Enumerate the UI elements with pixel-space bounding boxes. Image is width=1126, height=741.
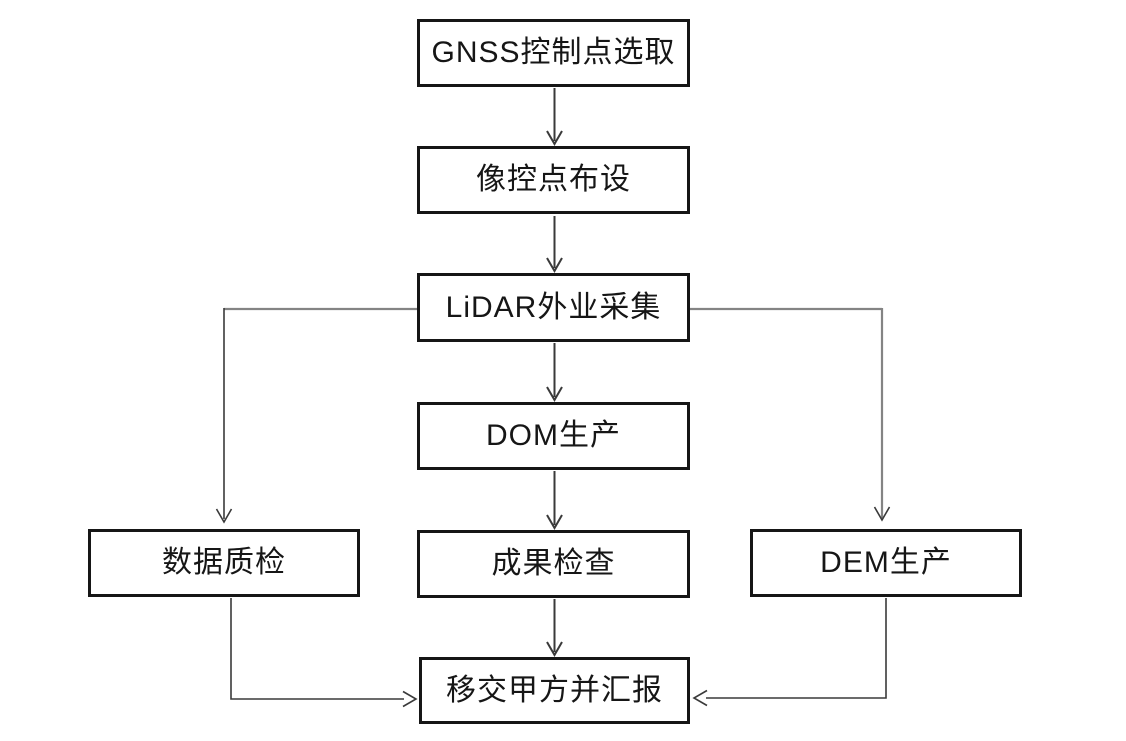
node-dom-production: DOM生产 (417, 402, 690, 470)
node-handover-to-client-and-report: 移交甲方并汇报 (419, 657, 690, 724)
edge-lidar-to-dem-arrowhead (873, 506, 891, 522)
edge-shuju-to-yijiao (230, 598, 404, 700)
node-data-quality-check: 数据质检 (88, 529, 360, 597)
node-dem-production: DEM生产 (750, 529, 1022, 597)
edge-lidar-to-dom-arrowhead (546, 386, 563, 403)
node-label: 移交甲方并汇报 (446, 673, 663, 707)
edge-chengguo-to-yijiao-arrowhead (546, 641, 563, 658)
node-label: DEM生产 (820, 546, 952, 579)
edge-dom-to-chengguo-arrowhead (546, 514, 563, 531)
node-label: 像控点布设 (476, 163, 631, 196)
edge-shuju-to-yijiao-arrowhead (402, 690, 418, 708)
edge-dem-to-yijiao (706, 598, 887, 699)
node-result-inspection: 成果检查 (417, 530, 690, 598)
edge-lidar-to-shuju-arrowhead (215, 508, 233, 524)
node-label: LiDAR外业采集 (445, 290, 662, 324)
node-label: 数据质检 (162, 546, 286, 579)
node-label: 成果检查 (491, 547, 616, 580)
edge-dem-to-yijiao-arrowhead (692, 689, 708, 707)
node-lidar-field-collection: LiDAR外业采集 (417, 273, 690, 342)
node-label: GNSS控制点选取 (431, 36, 676, 69)
node-image-control-point-layout: 像控点布设 (417, 146, 690, 214)
edge-xiangkong-to-lidar-arrowhead (546, 257, 563, 274)
node-gnss-control-point-selection: GNSS控制点选取 (417, 19, 690, 87)
edge-gnss-to-xiangkong-arrowhead (546, 130, 563, 147)
node-label: DOM生产 (486, 419, 621, 452)
